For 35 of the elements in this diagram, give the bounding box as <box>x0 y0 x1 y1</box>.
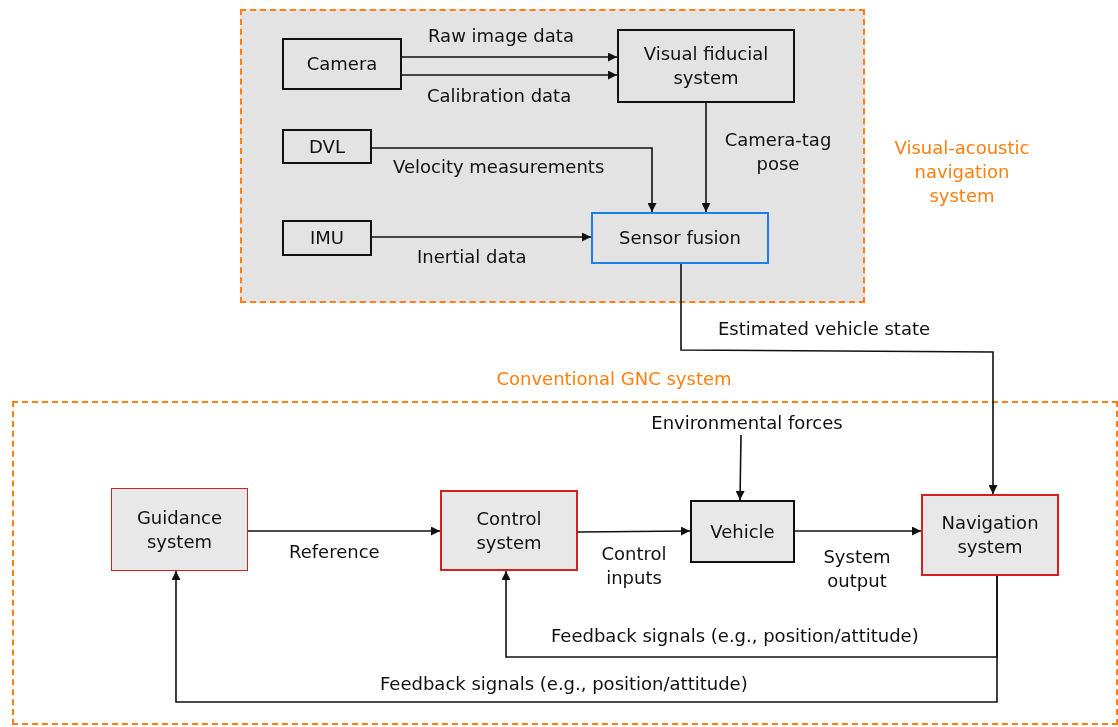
process-box: DVL <box>282 129 372 164</box>
arrow <box>371 232 592 242</box>
arrow <box>501 570 998 658</box>
arrow <box>577 526 691 536</box>
edge-label: System output <box>822 545 892 593</box>
edge-label: Feedback signals (e.g., position/attitude) <box>551 624 919 648</box>
edge-label: Calibration data <box>427 84 572 108</box>
arrow <box>735 434 745 501</box>
edge-label: Velocity measurements <box>393 155 605 179</box>
group-heading: Conventional GNC system <box>495 367 733 391</box>
arrow <box>401 70 618 80</box>
arrow <box>701 102 711 213</box>
arrow <box>680 263 998 495</box>
edge-label: Control inputs <box>600 542 668 590</box>
edge-label: Camera-tag pose <box>723 128 833 176</box>
input-label: Environmental forces <box>651 410 843 435</box>
arrow <box>247 526 441 536</box>
process-box: Control system <box>440 490 578 571</box>
arrow <box>794 526 922 536</box>
edge-label: Raw image data <box>428 24 574 48</box>
edge-label: Reference <box>289 540 380 564</box>
arrow <box>171 570 998 703</box>
process-box: Sensor fusion <box>591 212 769 264</box>
edge-label: Estimated vehicle state <box>718 317 931 341</box>
process-box: Vehicle <box>690 500 795 563</box>
process-box: Camera <box>282 38 402 90</box>
arrow <box>401 52 618 62</box>
edge-label: Feedback signals (e.g., position/attitude) <box>380 672 748 696</box>
process-box: Guidance system <box>111 488 248 571</box>
group-heading: Visual-acoustic navigation system <box>893 136 1031 208</box>
arrow <box>371 147 657 213</box>
process-box: IMU <box>282 220 372 256</box>
process-box: Visual fiducial system <box>617 29 795 103</box>
edge-label: Inertial data <box>417 245 527 269</box>
process-box: Navigation system <box>921 494 1059 576</box>
